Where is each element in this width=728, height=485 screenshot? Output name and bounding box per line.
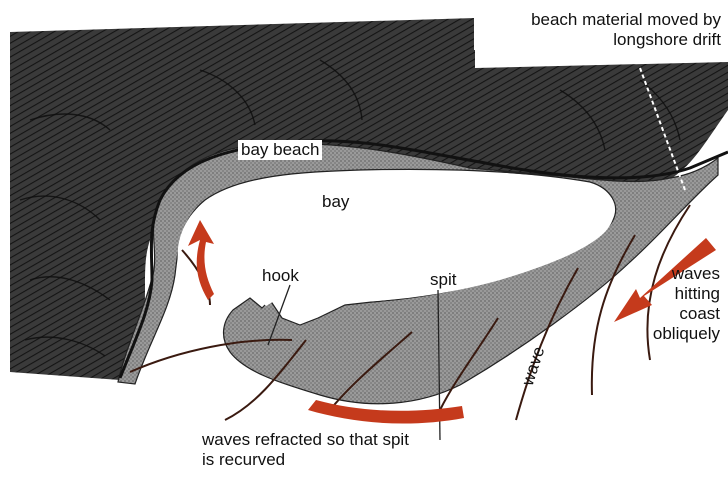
bay-beach-label: bay beach — [238, 140, 322, 160]
longshore-line-2: longshore drift — [477, 30, 721, 50]
refracted-line-2: is recurved — [202, 450, 409, 470]
bay-beach-text: bay beach — [241, 140, 319, 159]
longshore-drift-label: beach material moved by longshore drift — [474, 10, 724, 50]
spit-text: spit — [430, 270, 456, 289]
longshore-line-1: beach material moved by — [477, 10, 721, 30]
waves-oblique-line-2: hitting — [640, 284, 720, 304]
refracted-line-1: waves refracted so that spit — [202, 430, 409, 450]
waves-oblique-line-3: coast — [640, 304, 720, 324]
waves-oblique-line-4: obliquely — [640, 324, 720, 344]
bay-text: bay — [322, 192, 349, 211]
bay-label: bay — [322, 192, 349, 212]
hook-label: hook — [262, 266, 299, 286]
hook-text: hook — [262, 266, 299, 285]
refracted-label: waves refracted so that spit is recurved — [202, 430, 409, 470]
spit-label: spit — [430, 270, 456, 290]
waves-oblique-line-1: waves — [640, 264, 720, 284]
waves-oblique-label: waves hitting coast obliquely — [640, 264, 720, 344]
